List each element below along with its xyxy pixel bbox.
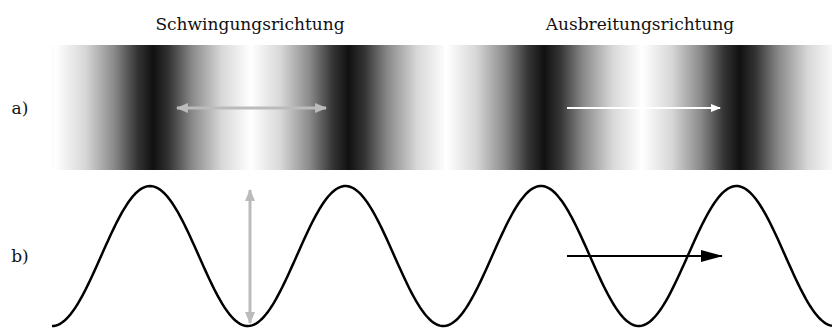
propagation-arrow xyxy=(567,107,720,109)
heading-label: Ausbreitungsrichtung xyxy=(546,14,734,34)
propagation-arrow xyxy=(567,255,722,257)
part-label: a) xyxy=(12,98,29,118)
oscillation-arrow xyxy=(249,190,252,323)
transverse-wave xyxy=(52,186,832,326)
part-label: b) xyxy=(11,246,29,266)
heading-label: Schwingungsrichtung xyxy=(155,14,344,34)
band-gap xyxy=(444,45,447,170)
oscillation-arrow xyxy=(177,107,326,110)
compression-band xyxy=(52,45,832,170)
